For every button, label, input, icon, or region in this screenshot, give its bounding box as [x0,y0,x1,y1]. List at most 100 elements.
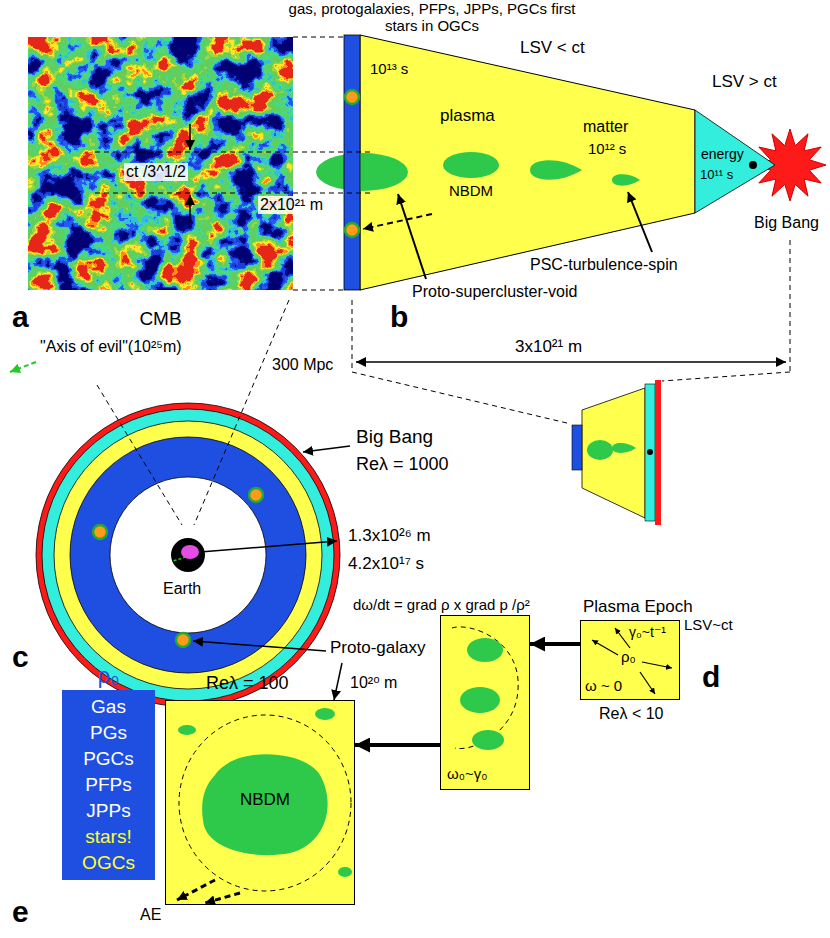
interior [110,477,266,633]
big-bang-band [655,380,661,525]
node-text: CMB [28,308,293,330]
pointer-arrow [363,214,432,229]
nbdm-blob [587,440,613,460]
ae-arrow [205,893,240,903]
pointer-arrow [193,641,326,651]
panel-letter: d [702,660,720,693]
big-bang-dot [647,449,653,455]
annotation-label: Big Bang [356,426,433,448]
nbdm-blob [472,730,504,750]
box-fill [165,700,355,905]
leader-line [97,385,182,525]
node-text: ρ₀ [621,648,636,665]
annotation-label: PSC-turbulence-spin [530,256,678,274]
box-fill [440,615,530,790]
node-text: NBDM [195,790,335,810]
node-text: Plasma Epoch [583,597,693,617]
panel-letter: c [12,640,29,673]
pointer-arrow [628,192,652,252]
annotation-label: Proto-supercluster-void [412,283,577,301]
nbdm-blob [316,153,408,191]
energy-triangle: energy [695,110,775,213]
pointer-arrow [334,663,342,700]
panel-letter: e [12,895,29,928]
protogalaxy-dot [176,633,190,647]
annotation-label: Earth [163,580,201,598]
plasma-epoch-trapezoid [360,35,695,290]
node-text: Gas [62,696,155,718]
node-text: energy [701,146,744,162]
annotation-label: 10¹³ s [370,60,408,77]
radius-arrow [200,541,337,552]
blob-shape [443,152,499,178]
small-arrow [642,662,672,668]
leader-line [194,300,289,525]
annotation-label: LSV > ct [712,72,777,92]
pointer-arrow [303,446,350,452]
node-text: stars! [62,826,155,848]
flow-arrow [355,743,440,747]
leader-line [293,37,344,38]
annotation-label: 300 Mpc [272,356,333,374]
node-text: Reλ < 10 [599,705,663,723]
protogalaxy-dot [249,488,263,502]
annotation-label: Big Bang [754,214,819,232]
energy-ring [42,409,334,701]
annotation-label: 3x10²¹ m [515,337,582,357]
annotation-label: 4.2x10¹⁷ s [348,554,424,574]
epoch-box: dω/dt = grad ρ x grad p /ρ² [440,615,530,790]
dimension-arrow [356,361,786,363]
nbdm-blob [612,174,640,185]
nbdm-blob: NBDM [440,150,502,206]
node-text: NBDM [440,182,502,199]
extension-line [790,240,791,372]
annotation-label: 1.3x10²⁶ m [348,526,431,546]
annotation-label: 10²⁰ m [350,674,397,692]
node-text: ω ~ 0 [585,677,622,694]
annotation-label: gas, protogalaxies, PFPs, JPPs, PGCs fir… [286,0,578,34]
annotation-label: "Axis of evil"(10²⁵m) [40,338,182,356]
gas-epoch-bar [344,35,360,290]
flow-arrow [530,642,580,646]
dimension-arrow [189,124,191,150]
panel-letter: a [12,300,29,333]
extension-line [352,300,353,372]
node-text: JPPs [62,800,155,822]
nbdm-blob: NBDM [195,745,335,860]
epoch-box: Reλ = 100NBDM [165,700,355,905]
nbdm-blob [530,160,582,180]
protogalaxy-dot [93,525,107,539]
nbdm-blob [460,687,500,713]
protogalaxy-blob [338,867,352,877]
node-text: ρ₀ [62,663,155,688]
plasma-epoch-trapezoid [582,388,645,518]
triangle-shape [695,110,775,213]
dimension-arrow [189,195,191,222]
annotation-label: AE [140,906,161,924]
annotation-label: Proto-galaxy [330,638,425,658]
pointer-arrow [398,194,426,279]
protogalaxy-dot [345,90,359,104]
node-text: PFPs [62,774,155,796]
annotation-label: ω₀~γ₀ [447,765,487,782]
node-text: PGCs [62,748,155,770]
annotation-label: matter [583,118,628,136]
big-bang-ring [36,403,340,707]
annotation-label: 10¹¹ s [700,168,733,183]
nbdm-blob [612,443,636,453]
leader-line [662,372,790,381]
vortex-outline [179,715,351,891]
plasma-ring [54,421,322,689]
leader-line [95,193,372,194]
annotation-label: LSV~ct [684,616,733,633]
protogalaxy-dot [345,223,359,237]
node-text: γ₀~t⁻¹ [629,624,666,640]
gas-epoch-bar [572,425,582,470]
annotation-label: 2x10²¹ m [258,196,325,214]
energy-band [645,384,655,521]
annotation-label: ct /3^1/2 [124,163,188,181]
ae-arrow [177,880,215,900]
node-text: dω/dt = grad ρ x grad p /ρ² [353,596,530,613]
